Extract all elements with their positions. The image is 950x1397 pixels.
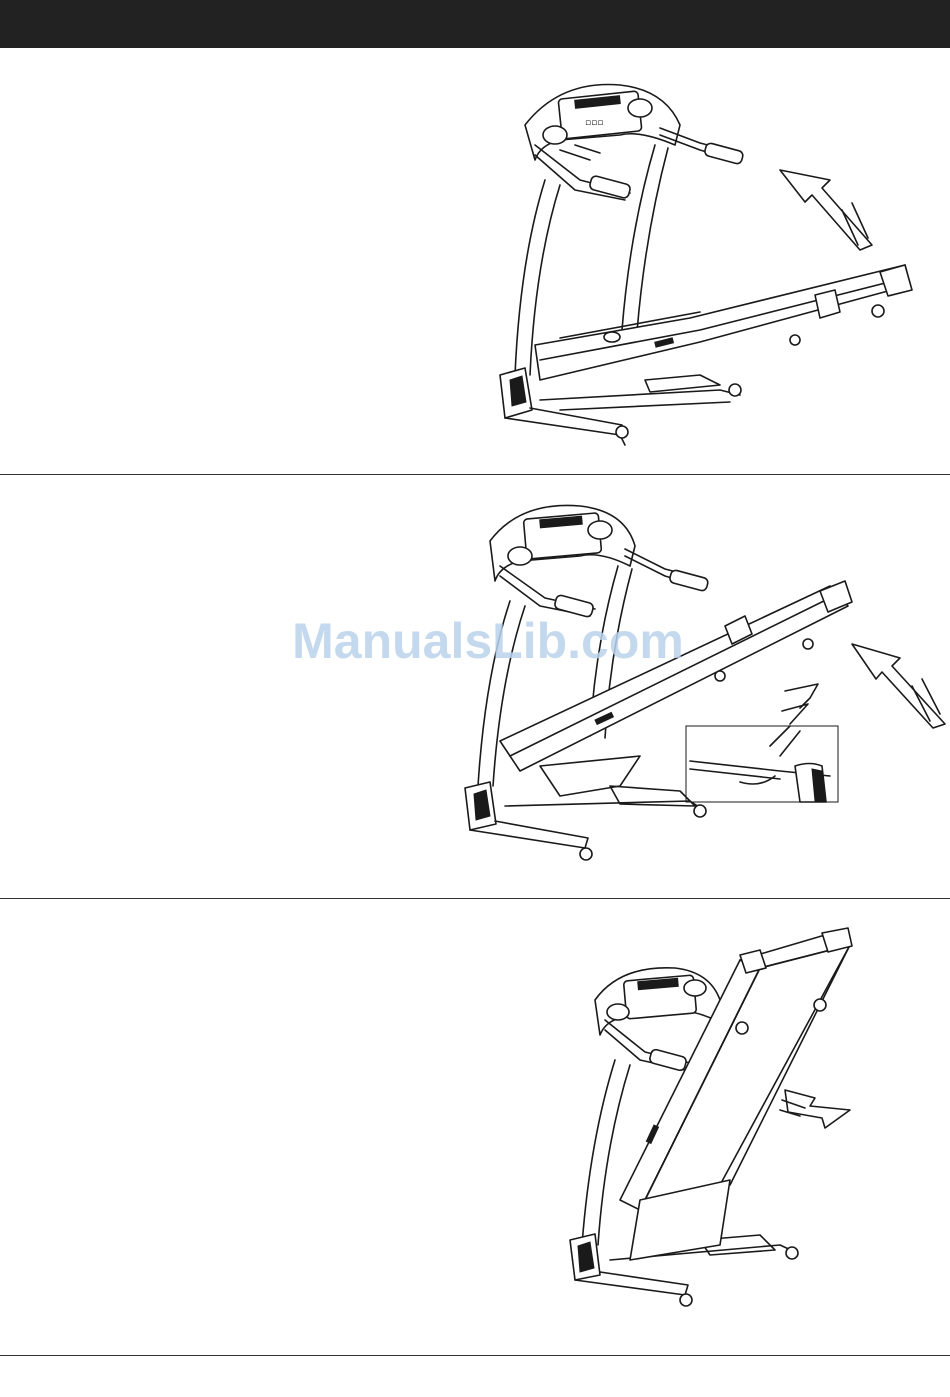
arrow-icon <box>782 684 818 724</box>
header-bar <box>0 0 950 48</box>
svg-text:▫▫▫: ▫▫▫ <box>585 118 603 128</box>
illustration-panel-1: ▫▫▫ <box>0 50 950 474</box>
arrow-icon <box>780 1090 850 1128</box>
arrow-icon <box>780 170 872 250</box>
section-divider <box>0 898 950 899</box>
console-icon <box>595 968 720 1035</box>
watermark: ManualsLib.com <box>268 612 708 670</box>
treadmill-unfolded-illustration: ▫▫▫ <box>0 50 950 474</box>
arrow-icon <box>852 644 945 728</box>
section-divider <box>0 474 950 475</box>
detail-inset <box>686 726 838 802</box>
treadmill-folding-illustration <box>0 476 950 896</box>
console-icon <box>490 505 635 581</box>
illustration-panel-3 <box>0 900 950 1355</box>
console-icon: ▫▫▫ <box>525 85 680 161</box>
illustration-panel-2 <box>0 476 950 896</box>
treadmill-folded-illustration <box>0 900 950 1355</box>
section-divider <box>0 1355 950 1356</box>
